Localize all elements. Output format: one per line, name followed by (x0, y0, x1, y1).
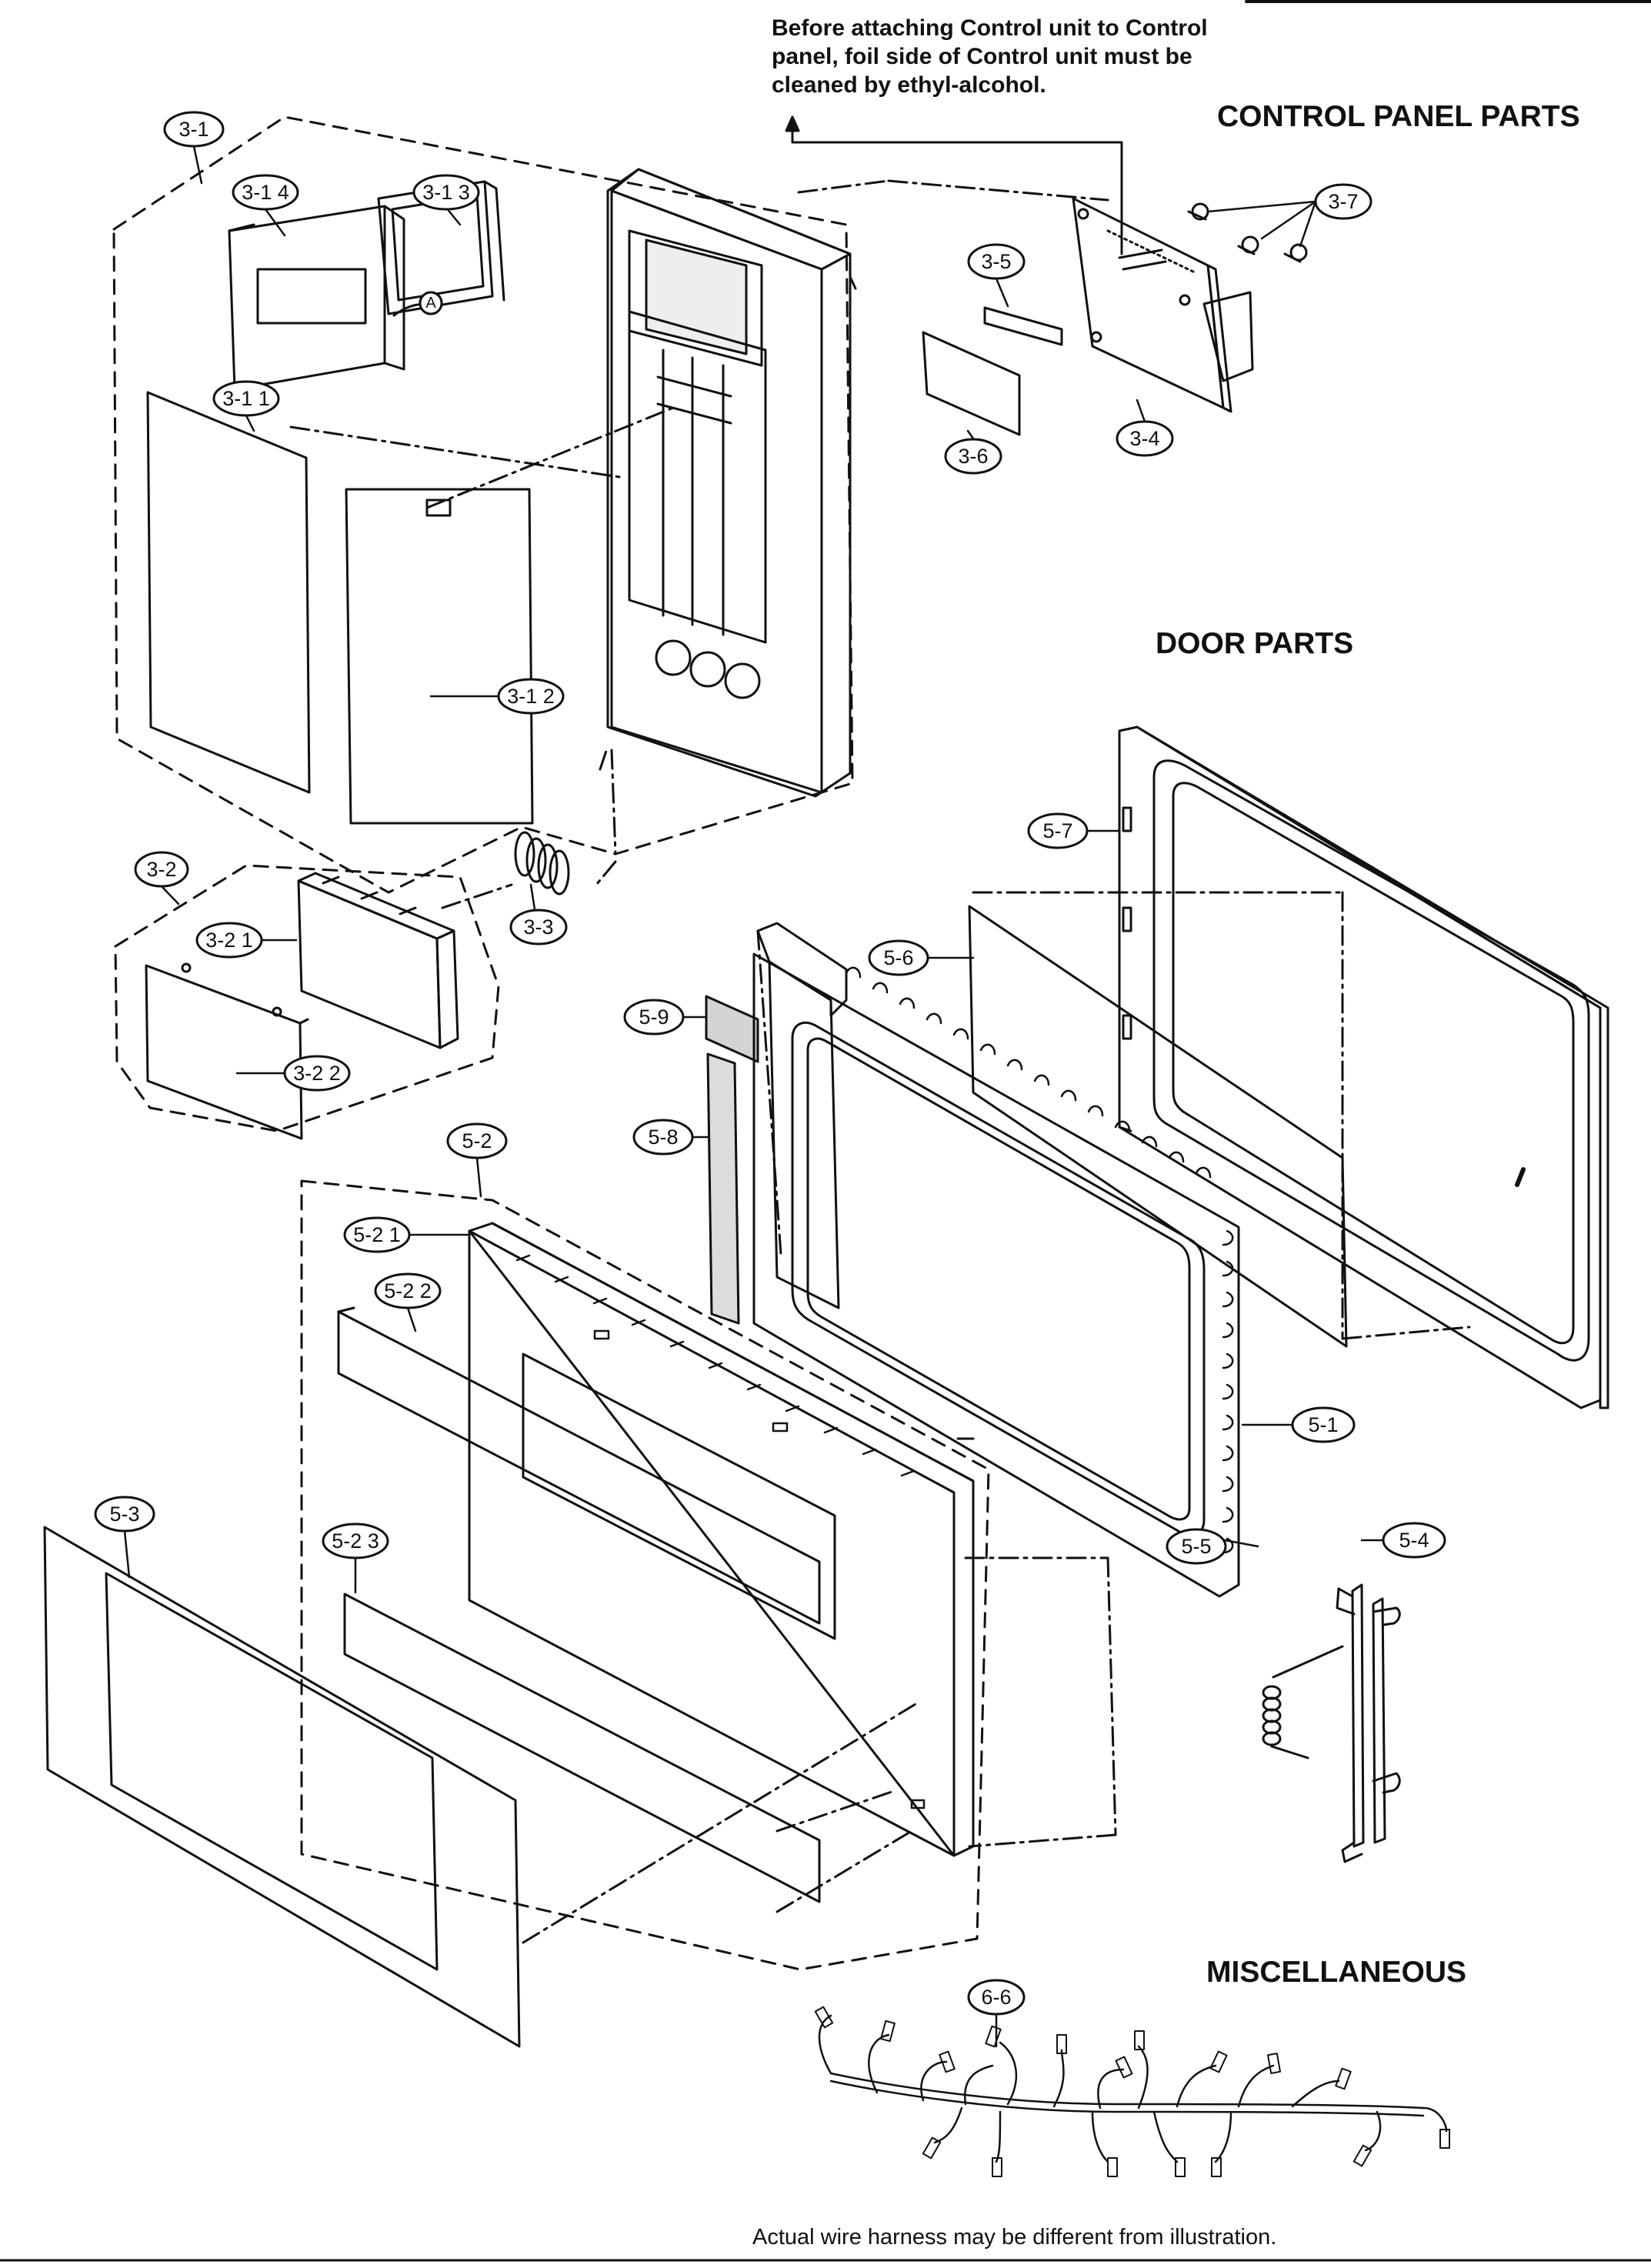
part-3-14-display-frame (228, 205, 405, 391)
marker-a: A (425, 295, 436, 312)
group-3-1-boundary (112, 115, 854, 894)
part-5-1-inner-door (752, 922, 1240, 1598)
callout-3-1: 3-1 (178, 118, 208, 141)
callout-5-22: 5-2 2 (384, 1279, 432, 1302)
heading-door-parts: DOOR PARTS (1156, 627, 1354, 660)
part-3-3-spring (514, 831, 570, 896)
part-5-23-bottom-trim (343, 1593, 821, 1903)
note-line-2: panel, foil side of Control unit must be (772, 44, 1192, 69)
callout-5-3: 5-3 (109, 1503, 139, 1526)
callout-5-9: 5-9 (639, 1006, 669, 1029)
part-5-22-handle-trim (337, 1310, 821, 1625)
part-3-6-pad (922, 331, 1021, 436)
callout-5-23: 5-2 3 (332, 1529, 379, 1553)
part-5-21-outer-door (468, 1222, 975, 1857)
callout-3-6: 3-6 (958, 445, 988, 468)
callout-3-14: 3-1 4 (242, 181, 289, 204)
assembly-leaders (289, 179, 1471, 1944)
part-5-3-door-glass (43, 1526, 521, 2048)
callout-3-4: 3-4 (1129, 427, 1159, 450)
callout-3-22: 3-2 2 (293, 1062, 341, 1085)
callout-3-12: 3-1 2 (507, 685, 555, 708)
callout-5-21: 5-2 1 (353, 1223, 401, 1246)
callout-3-3: 3-3 (523, 916, 553, 939)
callout-5-5: 5-5 (1181, 1535, 1211, 1558)
part-5-4-latch (1336, 1583, 1401, 1863)
part-3-21-button-frame (297, 872, 459, 1049)
callout-3-11: 3-1 1 (222, 387, 270, 410)
part-5-7-door-frame (1118, 725, 1609, 1409)
control-panel-body (606, 168, 857, 798)
callout-5-2: 5-2 (462, 1129, 492, 1152)
assembly-note: Before attaching Control unit to Control… (772, 14, 1233, 99)
heading-control-panel-parts: CONTROL PANEL PARTS (1217, 100, 1580, 133)
part-5-6-film (968, 905, 1348, 1348)
callout-3-5: 3-5 (981, 250, 1011, 273)
callout-3-7: 3-7 (1328, 190, 1358, 213)
part-3-7-screws (1187, 202, 1308, 263)
part-3-11-sheet (146, 391, 311, 794)
part-5-8-strip (706, 1052, 740, 1325)
part-5-9-seal (705, 995, 759, 1063)
callout-5-6: 5-6 (883, 946, 913, 969)
part-3-5-connector (983, 306, 1063, 346)
callout-5-4: 5-4 (1399, 1529, 1429, 1552)
part-5-5-spring (1262, 1645, 1344, 1759)
callout-3-21: 3-2 1 (205, 929, 253, 952)
callout-leaders (123, 145, 1386, 2048)
part-6-6-wire-harness (814, 2006, 1450, 2177)
note-line-1: Before attaching Control unit to Control (772, 15, 1208, 41)
group-3-2-boundary (114, 864, 500, 1132)
callout-3-13: 3-1 3 (422, 181, 470, 204)
part-3-12-sheet (345, 488, 534, 825)
callout-3-2: 3-2 (146, 858, 176, 881)
wire-harness-footnote: Actual wire harness may be different fro… (752, 2225, 1277, 2250)
callout-5-1: 5-1 (1308, 1413, 1338, 1436)
part-3-22-button-cover (145, 962, 309, 1140)
callout-5-8: 5-8 (648, 1126, 678, 1149)
note-pointer-arrow (785, 115, 1123, 255)
part-3-4-control-unit (1072, 197, 1254, 413)
note-line-3: cleaned by ethyl-alcohol. (772, 72, 1046, 98)
callout-5-7: 5-7 (1042, 819, 1072, 842)
heading-miscellaneous: MISCELLANEOUS (1206, 1956, 1467, 1989)
group-5-2-boundary (300, 1179, 990, 1971)
callout-6-6: 6-6 (981, 1986, 1011, 2009)
